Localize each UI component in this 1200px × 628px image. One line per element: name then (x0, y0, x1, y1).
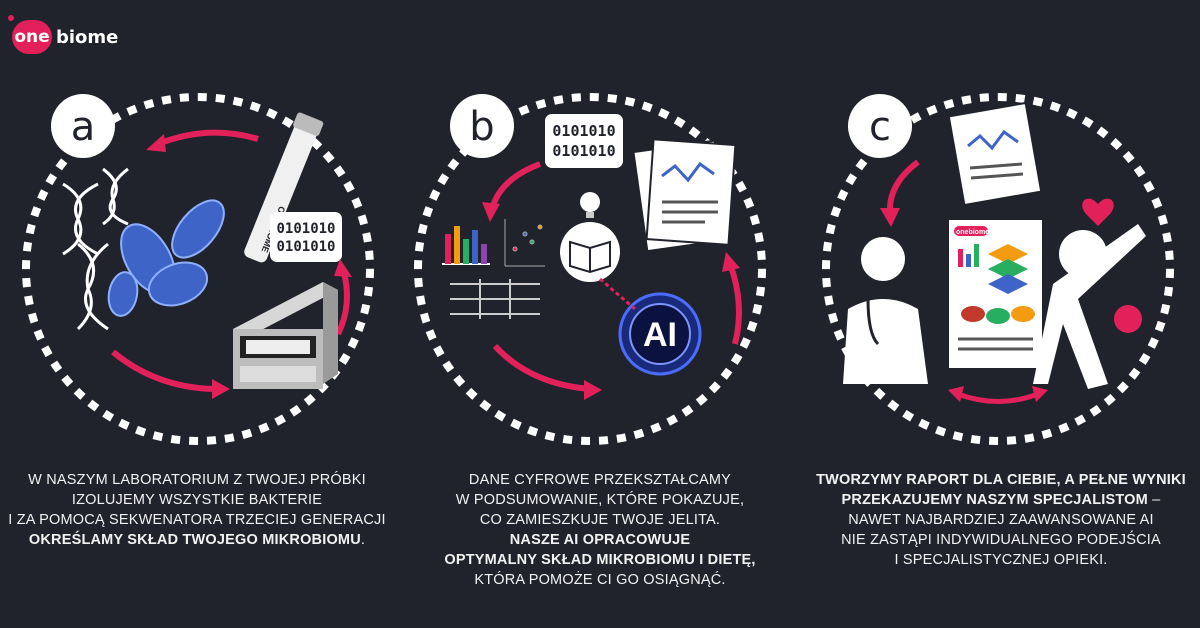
flow-arrow (727, 262, 742, 345)
logo-badge: one (8, 15, 52, 54)
step-letter-badge: b (450, 94, 514, 158)
binary-card: 0101010 0101010 (270, 212, 342, 262)
caption-line: I SPECJALISTYCZNEJ OPIEKI. (894, 552, 1108, 568)
flow-arrow (489, 161, 542, 210)
happy-person-icon (1033, 224, 1146, 389)
lightbulb-icon (580, 192, 600, 218)
panel-b-caption: DANE CYFROWE PRZEKSZTAŁCAMY W PODSUMOWAN… (405, 470, 795, 590)
dashed-circle (22, 93, 374, 445)
caption-line: OPTYMALNY SKŁAD MIKROBIOMU I DIETĘ, (444, 552, 756, 568)
caption-line: IZOLUJEMY WSZYSTKIE BAKTERIE (71, 492, 323, 508)
arrow-head (212, 379, 230, 399)
step-letter: b (469, 104, 494, 150)
caption-bold: OKREŚLAMY SKŁAD TWOJEGO MIKROBIOMU (28, 532, 361, 548)
panel-b-illustration: b 0101010 0101010 (414, 93, 766, 445)
ai-icon: AI (618, 292, 702, 376)
dashed-circle (822, 93, 1174, 445)
card-brand: onebiome (956, 229, 989, 236)
heart-icon (1082, 198, 1114, 226)
binary-line: 0101010 (552, 122, 615, 140)
panel-c-caption: TWORZYMY RAPORT DLA CIEBIE, A PEŁNE WYNI… (806, 470, 1196, 570)
caption-line: I ZA POMOCĄ SEKWENATORA TRZECIEJ GENERAC… (8, 512, 386, 528)
binary-line: 0101010 (552, 142, 615, 160)
caption-suffix: – (1147, 492, 1161, 508)
flow-arrow (335, 268, 350, 336)
arrow-head (948, 386, 964, 402)
caption-line: CO ZAMIESZKUJE TWOJE JELITA. (479, 512, 721, 528)
step-letter-badge: c (848, 94, 912, 158)
step-letter-badge: a (51, 94, 115, 158)
caption-line: TWORZYMY RAPORT DLA CIEBIE, A PEŁNE WYNI… (816, 472, 1186, 488)
binary-line: 0101010 (276, 239, 335, 255)
double-arrow (957, 391, 1039, 404)
caption-line: NAWET NAJBARDZIEJ ZAAWANSOWANE AI (848, 512, 1154, 528)
sequencer-icon (233, 282, 338, 389)
step-letter: a (71, 104, 96, 150)
bar-chart-icon (442, 226, 490, 265)
arrow-head (584, 380, 602, 400)
book-icon (560, 222, 620, 282)
caption-line: W NASZYM LABORATORIUM Z TWOJEJ PRÓBKI (28, 472, 366, 488)
report-icon (632, 138, 737, 253)
caption-line: KTÓRA POMOŻE CI GO OSIĄGNĄĆ. (474, 572, 726, 588)
binary-line: 0101010 (276, 221, 335, 237)
panel-a-caption: W NASZYM LABORATORIUM Z TWOJEJ PRÓBKI IZ… (2, 470, 392, 550)
logo-badge-text: one (14, 27, 50, 47)
report-icon (947, 101, 1043, 207)
caption-line: W PODSUMOWANIE, KTÓRE POKAZUJE, (455, 492, 745, 508)
arrow-head (1032, 386, 1048, 402)
doctor-icon (843, 237, 928, 384)
caption-line: NASZE AI OPRACOWUJE (509, 532, 691, 548)
arrow-head (482, 202, 500, 222)
step-letter: c (869, 104, 891, 150)
panel-c-illustration: c onebiome (822, 93, 1174, 445)
caption-line: DANE CYFROWE PRZEKSZTAŁCAMY (468, 472, 732, 488)
flow-arrow (156, 129, 259, 147)
table-icon (450, 279, 540, 319)
logo-dot (8, 15, 14, 21)
flow-arrow (886, 159, 920, 215)
caption-line: NIE ZASTĄPI INDYWIDUALNEGO PODEJŚCIA (841, 532, 1161, 548)
dotted-link (599, 277, 636, 311)
arrow-head (880, 208, 900, 227)
arrow-head (146, 134, 166, 152)
ai-label: AI (643, 316, 677, 354)
caption-bold: PRZEKAZUJEMY NASZYM SPECJALISTOM (841, 492, 1148, 508)
arrow-head (334, 259, 352, 277)
logo-text: biome (56, 26, 119, 48)
caption-line: PRZEKAZUJEMY NASZYM SPECJALISTOM – (806, 490, 1196, 510)
arrow-head (722, 252, 740, 272)
binary-card: 0101010 0101010 (545, 114, 623, 168)
caption-line: OKREŚLAMY SKŁAD TWOJEGO MIKROBIOMU. (2, 530, 392, 550)
flow-arrow (111, 349, 219, 392)
panel-a-illustration: a ONEBIOME 0101010 0101010 (22, 93, 374, 445)
dna-icon (62, 167, 129, 331)
scatter-icon (504, 219, 545, 267)
brand-logo: one biome (8, 15, 119, 54)
dashed-circle (414, 93, 766, 445)
bacteria-icon (107, 199, 225, 317)
report-card: onebiome (947, 218, 1044, 370)
caption-suffix: . (360, 532, 366, 548)
flow-arrow (492, 343, 591, 392)
